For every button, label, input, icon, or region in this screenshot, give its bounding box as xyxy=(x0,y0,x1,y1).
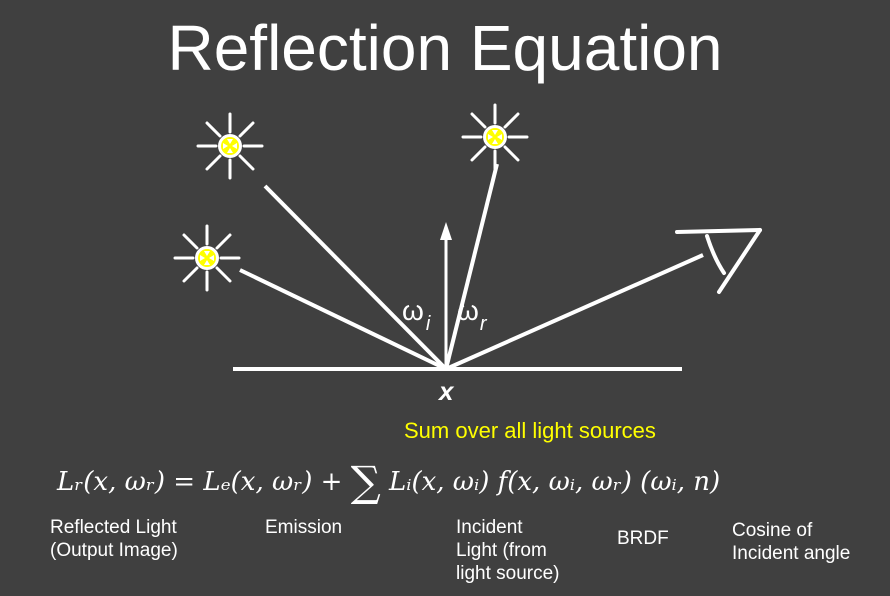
cosine-label: Cosine of Incident angle xyxy=(732,520,851,564)
reflected-ray xyxy=(445,253,704,371)
reflection-equation: Lᵣ(x, ωᵣ) = Lₑ(x, ωᵣ) + ∑ Lᵢ(x, ωᵢ) f(x,… xyxy=(57,461,721,503)
sun-light-icon xyxy=(196,112,264,180)
incident-ray-3 xyxy=(444,163,499,370)
plus-sign: + xyxy=(312,467,351,497)
brdf-term: f(x, ωᵢ, ωᵣ) xyxy=(489,467,632,497)
sum-symbol: ∑ xyxy=(350,457,381,506)
normal-arrowhead xyxy=(440,222,452,240)
sun-light-icon xyxy=(173,224,241,292)
emission-term: Lₑ(x, ωᵣ) xyxy=(203,467,313,497)
reflected-light-term: Lᵣ(x, ωᵣ) xyxy=(57,467,165,497)
incident-ray-1 xyxy=(263,184,448,371)
cosine-term: (ωᵢ, n) xyxy=(631,467,721,497)
equals-sign: = xyxy=(165,467,204,497)
omega-r-label: ωr xyxy=(457,295,488,335)
point-x-label: x xyxy=(437,376,455,406)
incident-light-label: Incident Light (from light source) xyxy=(456,517,560,584)
brdf-label: BRDF xyxy=(617,528,669,549)
sun-light-icon xyxy=(461,103,529,171)
eye-viewer-icon xyxy=(675,228,762,294)
sum-caption: Sum over all light sources xyxy=(404,418,656,443)
emission-label: Emission xyxy=(265,517,343,538)
incident-ray-2 xyxy=(239,268,447,371)
slide-title: Reflection Equation xyxy=(167,12,723,84)
reflected-light-label: Reflected Light (Output Image) xyxy=(50,517,178,561)
incident-light-term: Lᵢ(x, ωᵢ) xyxy=(380,467,490,497)
